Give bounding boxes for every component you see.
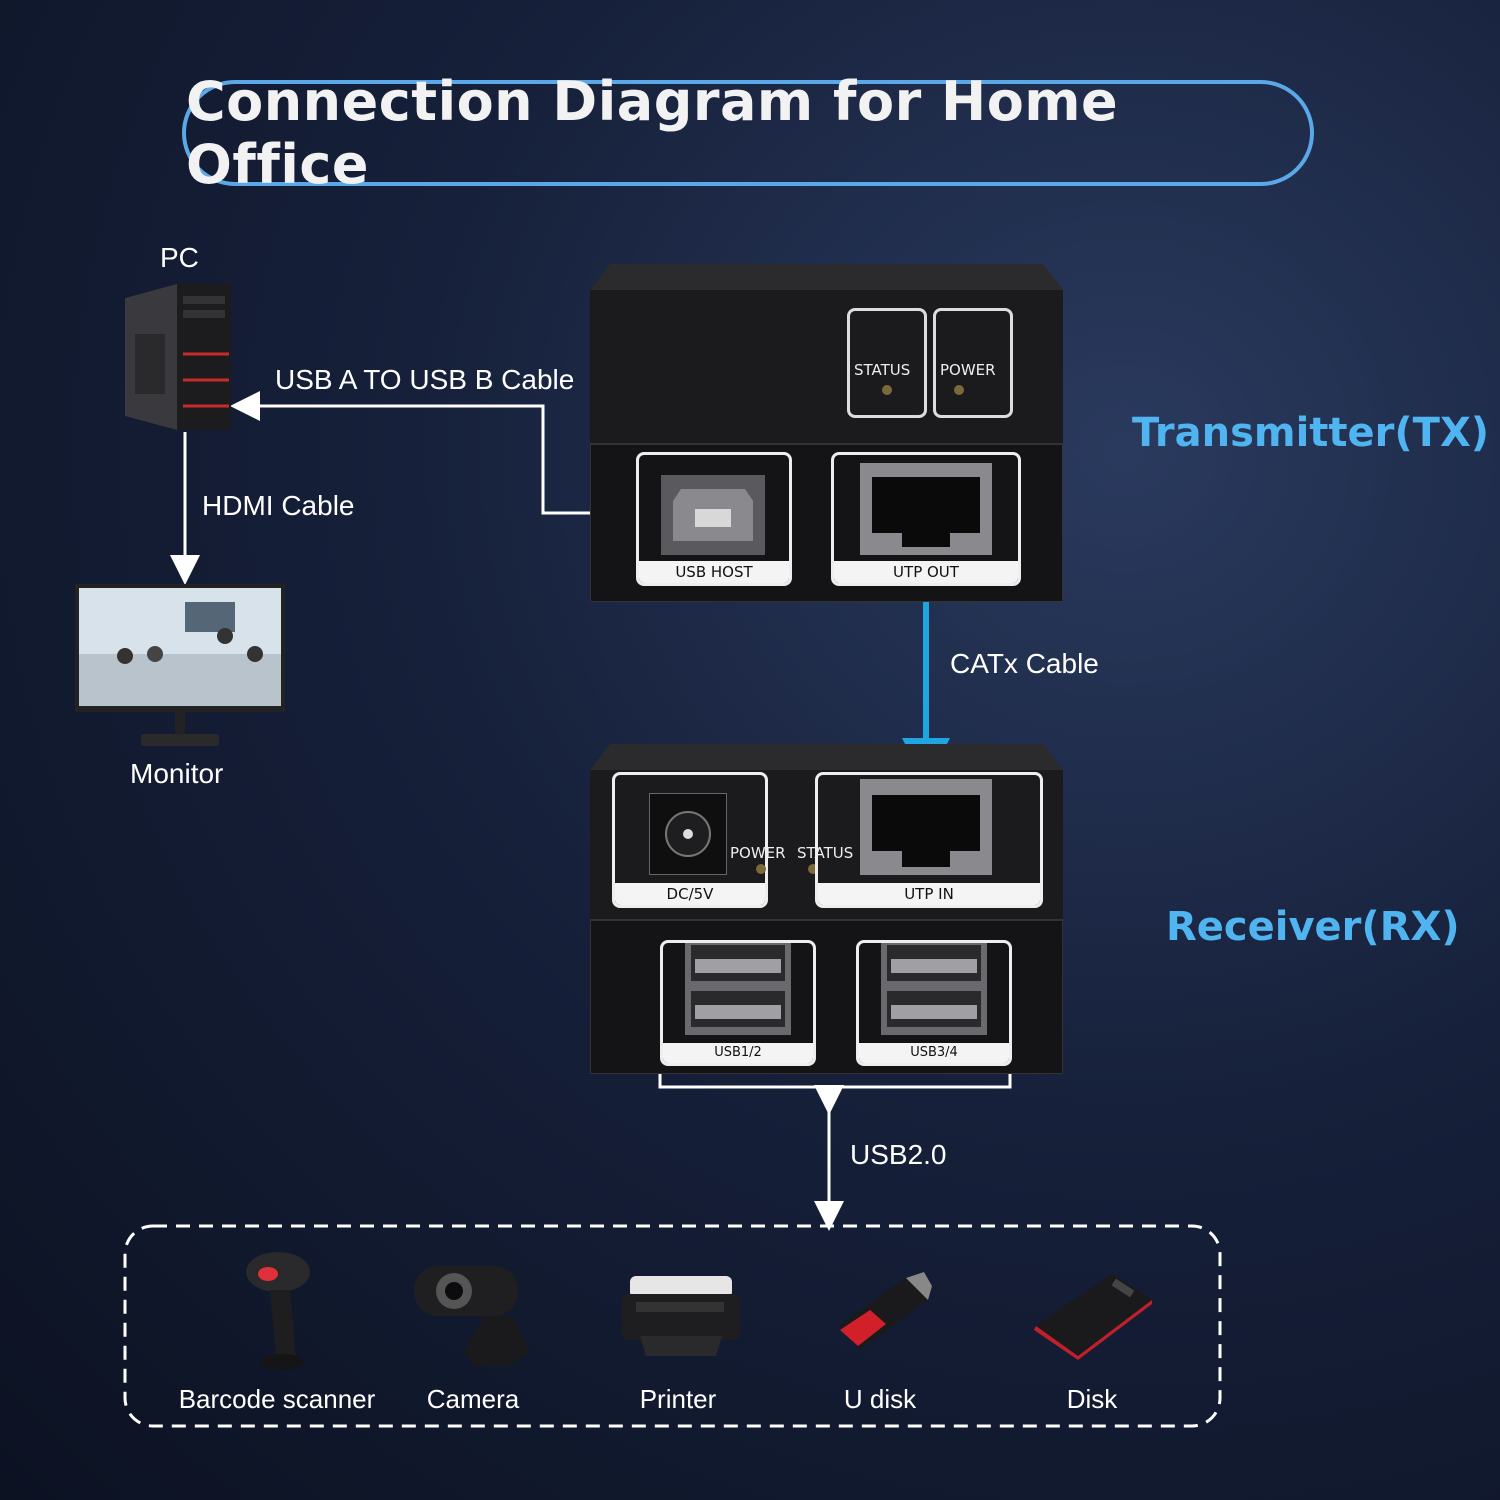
usb-b-port-icon	[661, 475, 765, 555]
usb-host-port: USB HOST	[636, 452, 792, 586]
pc-icon	[125, 284, 231, 430]
camera-icon	[414, 1266, 530, 1366]
usb-a-port-icon	[685, 943, 791, 1035]
usb-bracket	[658, 1072, 1012, 1089]
peripheral-label: Disk	[1066, 1384, 1118, 1414]
catx-cable-label: CATx Cable	[950, 648, 1099, 679]
usb-drive-icon	[838, 1272, 932, 1350]
usb34-port: USB3/4	[856, 940, 1012, 1066]
pc-label: PC	[160, 242, 199, 273]
barcode-scanner-icon	[246, 1252, 310, 1370]
dc-jack-icon	[649, 793, 727, 875]
rj45-port-icon	[860, 779, 992, 875]
usb12-port: USB1/2	[660, 940, 816, 1066]
peripheral-label: Barcode scanner	[178, 1384, 376, 1414]
receiver-title: Receiver(RX)	[1166, 904, 1460, 950]
dc-power-port: DC/5V	[612, 772, 768, 908]
utp-in-port: UTP IN	[815, 772, 1043, 908]
monitor-icon	[75, 584, 285, 746]
receiver-device: DC/5V POWER STATUS UTP IN USB1/2	[590, 744, 1063, 1074]
usb-a-port-icon	[881, 943, 987, 1035]
rj45-port-icon	[860, 463, 992, 555]
rx-status-led-label: STATUS	[797, 844, 854, 862]
rx-power-led-label: POWER	[730, 844, 786, 862]
tx-status-led: STATUS	[847, 308, 927, 418]
transmitter-title: Transmitter(TX)	[1132, 410, 1490, 456]
tx-power-led: POWER	[933, 308, 1013, 418]
rx-status-led	[808, 864, 818, 874]
hard-disk-icon	[1034, 1274, 1152, 1360]
peripherals-box	[123, 1224, 1222, 1428]
utp-out-port: UTP OUT	[831, 452, 1021, 586]
usb2-label: USB2.0	[850, 1139, 947, 1170]
peripheral-label: Camera	[426, 1384, 520, 1414]
usb-cable-label: USB A TO USB B Cable	[275, 364, 575, 395]
hdmi-cable-label: HDMI Cable	[202, 490, 355, 521]
printer-icon	[622, 1276, 740, 1356]
transmitter-device: STATUS POWER USB HOST UTP OUT	[590, 264, 1063, 602]
peripheral-label: U disk	[843, 1384, 917, 1414]
monitor-label: Monitor	[130, 758, 224, 789]
peripheral-label: Printer	[639, 1384, 717, 1414]
rx-power-led	[756, 864, 766, 874]
usb-cable-line	[230, 391, 630, 515]
